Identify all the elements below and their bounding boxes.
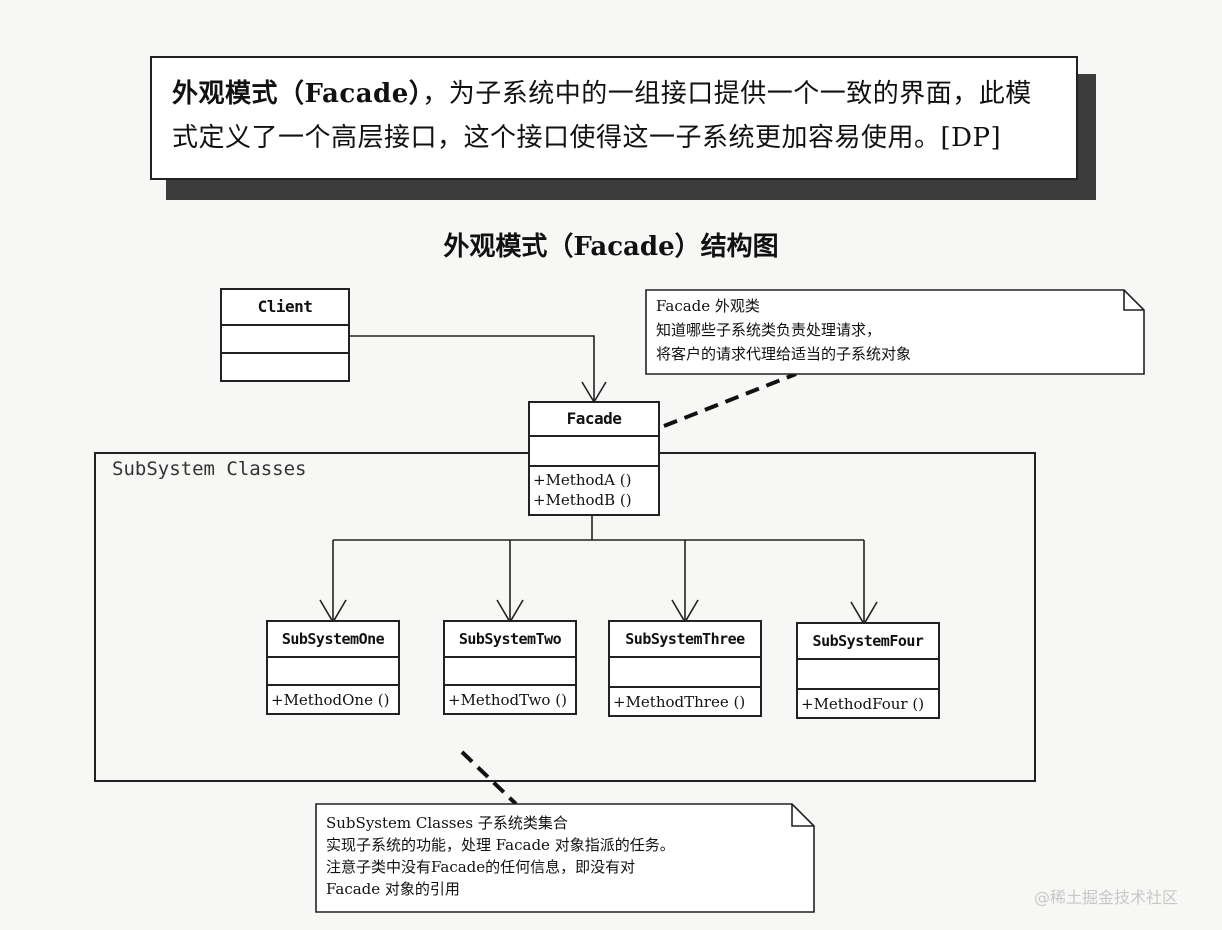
subsystem-two-operations: +MethodTwo () [445, 686, 575, 711]
subsystem-two-name: SubSystemTwo [445, 622, 575, 658]
subsystem-note-fold [791, 804, 814, 827]
subsystem-note-anchor [460, 750, 518, 806]
facade-note-anchor [663, 372, 797, 428]
subsystem-four-operations: +MethodFour () [798, 690, 938, 715]
subsystem-note-title: SubSystem Classes 子系统类集合 [326, 814, 568, 832]
facade-method-a: +MethodA () [533, 471, 632, 489]
subsystem-two-method: +MethodTwo () [448, 691, 567, 709]
facade-class: Facade +MethodA () +MethodB () [528, 401, 660, 516]
subsystem-note-shape [315, 803, 815, 913]
client-class-name: Client [222, 290, 348, 326]
client-facade-association [350, 335, 595, 402]
facade-note-fold [1123, 290, 1144, 311]
subsystem-one-attributes [268, 658, 398, 686]
definition-line-1: 外观模式（Facade），为子系统中的一组接口提供一个一致的界面，此模 [172, 72, 1056, 116]
facade-note-shape [645, 289, 1145, 375]
subsystem-note-line-4: Facade 对象的引用 [326, 880, 460, 898]
subsystem-one-method: +MethodOne () [271, 691, 390, 709]
facade-note-line-2: 知道哪些子系统类负责处理请求， [656, 321, 882, 339]
client-class: Client [220, 288, 350, 382]
subsystem-note: SubSystem Classes 子系统类集合 实现子系统的功能，处理 Fac… [326, 812, 675, 900]
facade-note-title: Facade 外观类 [656, 297, 760, 315]
subsystem-note-line-3: 注意子类中没有Facade的任何信息，即没有对 [326, 858, 636, 876]
facade-class-name: Facade [530, 403, 658, 437]
subsystem-three-operations: +MethodThree () [610, 688, 760, 713]
facade-class-attributes [530, 437, 658, 467]
definition-box: 外观模式（Facade），为子系统中的一组接口提供一个一致的界面，此模 式定义了… [150, 56, 1078, 180]
watermark: @稀土掘金技术社区 [1034, 888, 1179, 907]
subsystem-four-class: SubSystemFour +MethodFour () [796, 622, 940, 719]
subsystem-three-method: +MethodThree () [613, 693, 746, 711]
subsystem-one-class: SubSystemOne +MethodOne () [266, 620, 400, 715]
subsystem-two-class: SubSystemTwo +MethodTwo () [443, 620, 577, 715]
subsystem-two-attributes [445, 658, 575, 686]
definition-term: 外观模式（Facade） [172, 79, 423, 109]
diagram-title: 外观模式（Facade）结构图 [443, 232, 779, 262]
subsystem-four-method: +MethodFour () [801, 695, 925, 713]
subsystem-four-attributes [798, 660, 938, 690]
facade-method-b: +MethodB () [533, 491, 632, 509]
facade-class-operations: +MethodA () +MethodB () [530, 467, 658, 510]
subsystem-four-name: SubSystemFour [798, 624, 938, 660]
subsystem-three-attributes [610, 658, 760, 688]
client-class-attributes [222, 326, 348, 354]
subsystem-package-label: SubSystem Classes [112, 458, 307, 480]
facade-note: Facade 外观类 知道哪些子系统类负责处理请求， 将客户的请求代理给适当的子… [656, 294, 911, 366]
definition-line-2: 式定义了一个高层接口，这个接口使得这一子系统更加容易使用。[DP] [172, 123, 1002, 153]
subsystem-one-operations: +MethodOne () [268, 686, 398, 711]
subsystem-three-class: SubSystemThree +MethodThree () [608, 620, 762, 717]
subsystem-one-name: SubSystemOne [268, 622, 398, 658]
subsystem-note-line-2: 实现子系统的功能，处理 Facade 对象指派的任务。 [326, 836, 675, 854]
facade-note-line-3: 将客户的请求代理给适当的子系统对象 [656, 345, 912, 363]
definition-text-1: ，为子系统中的一组接口提供一个一致的界面，此模 [422, 79, 1032, 109]
subsystem-three-name: SubSystemThree [610, 622, 760, 658]
